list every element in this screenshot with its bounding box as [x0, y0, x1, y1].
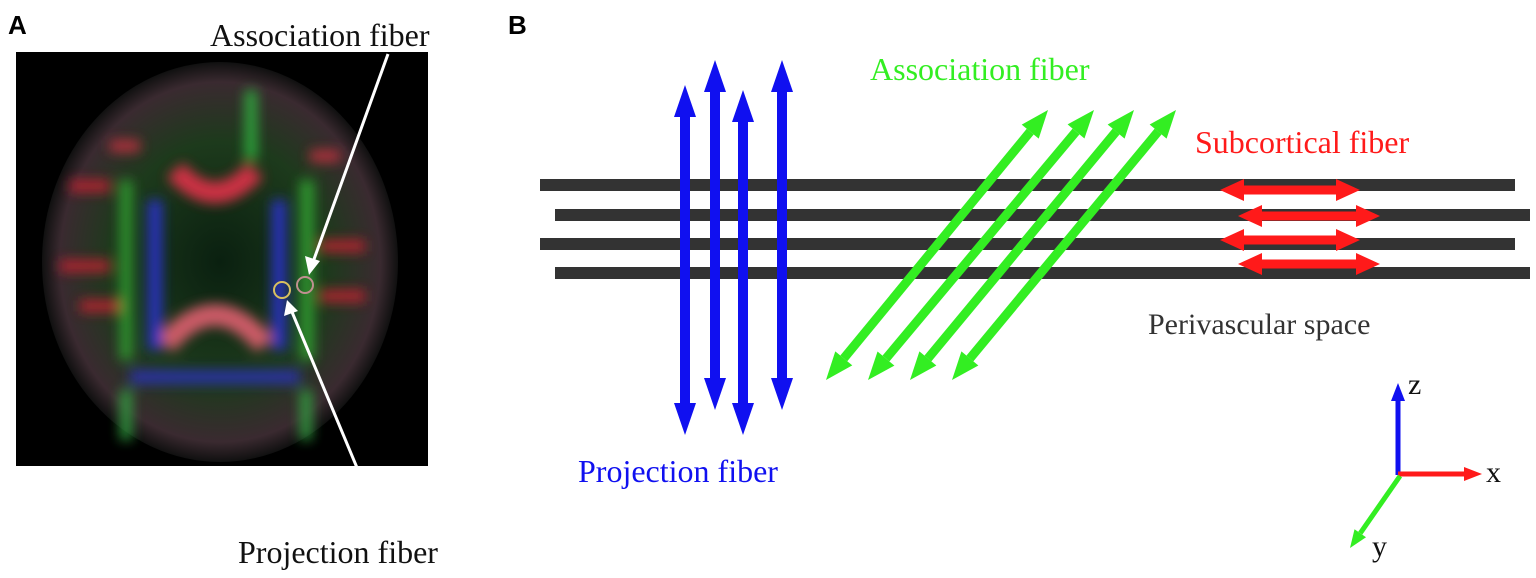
axis-z-label: z — [1408, 368, 1421, 401]
coordinate-axes — [1350, 383, 1482, 548]
axis-y-label: y — [1372, 530, 1387, 563]
axis-x-label: x — [1486, 456, 1501, 489]
association-fiber-arrow — [868, 110, 1094, 380]
panel-a-label: A — [8, 10, 27, 40]
panel-b-subcortical-label: Subcortical fiber — [1195, 124, 1409, 160]
axis-z-arrow — [1391, 383, 1405, 475]
panel-b-projection-label: Projection fiber — [578, 453, 778, 489]
panel-b-association-label: Association fiber — [870, 51, 1090, 87]
projection-fiber-arrow — [732, 90, 754, 435]
subcortical-fiber-arrows — [1220, 179, 1380, 275]
subcortical-fiber-arrow — [1220, 179, 1360, 201]
projection-fiber-arrow — [674, 85, 696, 435]
projection-roi-circle — [273, 281, 291, 299]
panel-b-perivascular-label: Perivascular space — [1148, 308, 1370, 341]
association-fiber-arrow — [952, 110, 1176, 380]
projection-fiber-arrows — [674, 60, 793, 435]
axis-y-arrow — [1350, 474, 1403, 548]
subcortical-fiber-arrow — [1238, 253, 1380, 275]
association-roi-circle — [296, 276, 314, 294]
projection-fiber-arrow — [704, 60, 726, 410]
panel-a-association-label: Association fiber — [210, 17, 430, 53]
subcortical-fiber-arrow — [1238, 205, 1380, 227]
association-fiber-arrows — [826, 110, 1176, 380]
subcortical-fiber-arrow — [1220, 229, 1360, 251]
panel-a-projection-label: Projection fiber — [238, 534, 438, 570]
projection-pointer-arrow — [284, 300, 380, 519]
association-pointer-arrow — [305, 53, 390, 275]
axis-x-arrow — [1398, 467, 1482, 481]
panel-b-label: B — [508, 10, 527, 40]
association-fiber-arrow — [826, 110, 1048, 380]
brain-dti-image — [16, 52, 428, 466]
projection-fiber-arrow — [771, 60, 793, 410]
association-fiber-arrow — [910, 110, 1134, 380]
